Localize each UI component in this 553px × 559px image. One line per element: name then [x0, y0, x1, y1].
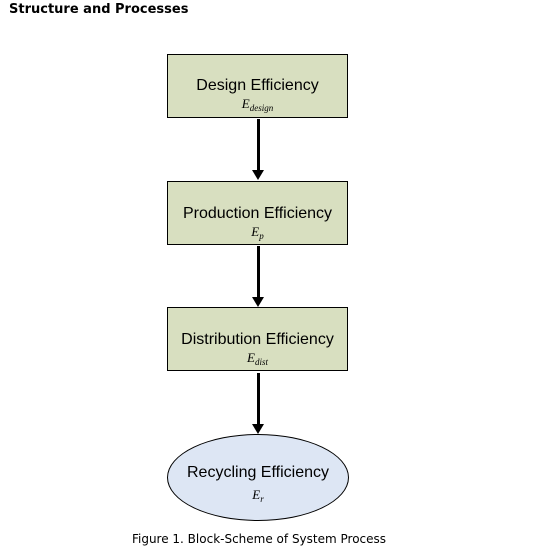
- production-efficiency-symbol: Ep: [251, 224, 264, 241]
- distribution-efficiency-block: Distribution Efficiency Edist: [167, 307, 348, 371]
- recycling-efficiency-label: Recycling Efficiency: [187, 464, 329, 481]
- production-efficiency-block: Production Efficiency Ep: [167, 181, 348, 245]
- recycling-efficiency-symbol: Er: [252, 487, 264, 504]
- design-efficiency-symbol: Edesign: [241, 96, 274, 113]
- arrow-shaft-1: [257, 119, 260, 171]
- distribution-efficiency-symbol: Edist: [247, 350, 268, 367]
- figure-caption: Figure 1. Block-Scheme of System Process: [131, 532, 387, 546]
- distribution-efficiency-label: Distribution Efficiency: [181, 331, 334, 348]
- arrow-shaft-2: [257, 246, 260, 298]
- arrow-head-3: [252, 424, 264, 434]
- design-efficiency-block: Design Efficiency Edesign: [167, 54, 348, 118]
- recycling-efficiency-ellipse: Recycling Efficiency Er: [167, 434, 349, 521]
- arrow-shaft-3: [257, 373, 260, 425]
- arrow-head-1: [252, 170, 264, 180]
- arrow-head-2: [252, 297, 264, 307]
- design-efficiency-label: Design Efficiency: [196, 77, 319, 94]
- section-title: Structure and Processes: [9, 2, 189, 17]
- production-efficiency-label: Production Efficiency: [182, 205, 333, 222]
